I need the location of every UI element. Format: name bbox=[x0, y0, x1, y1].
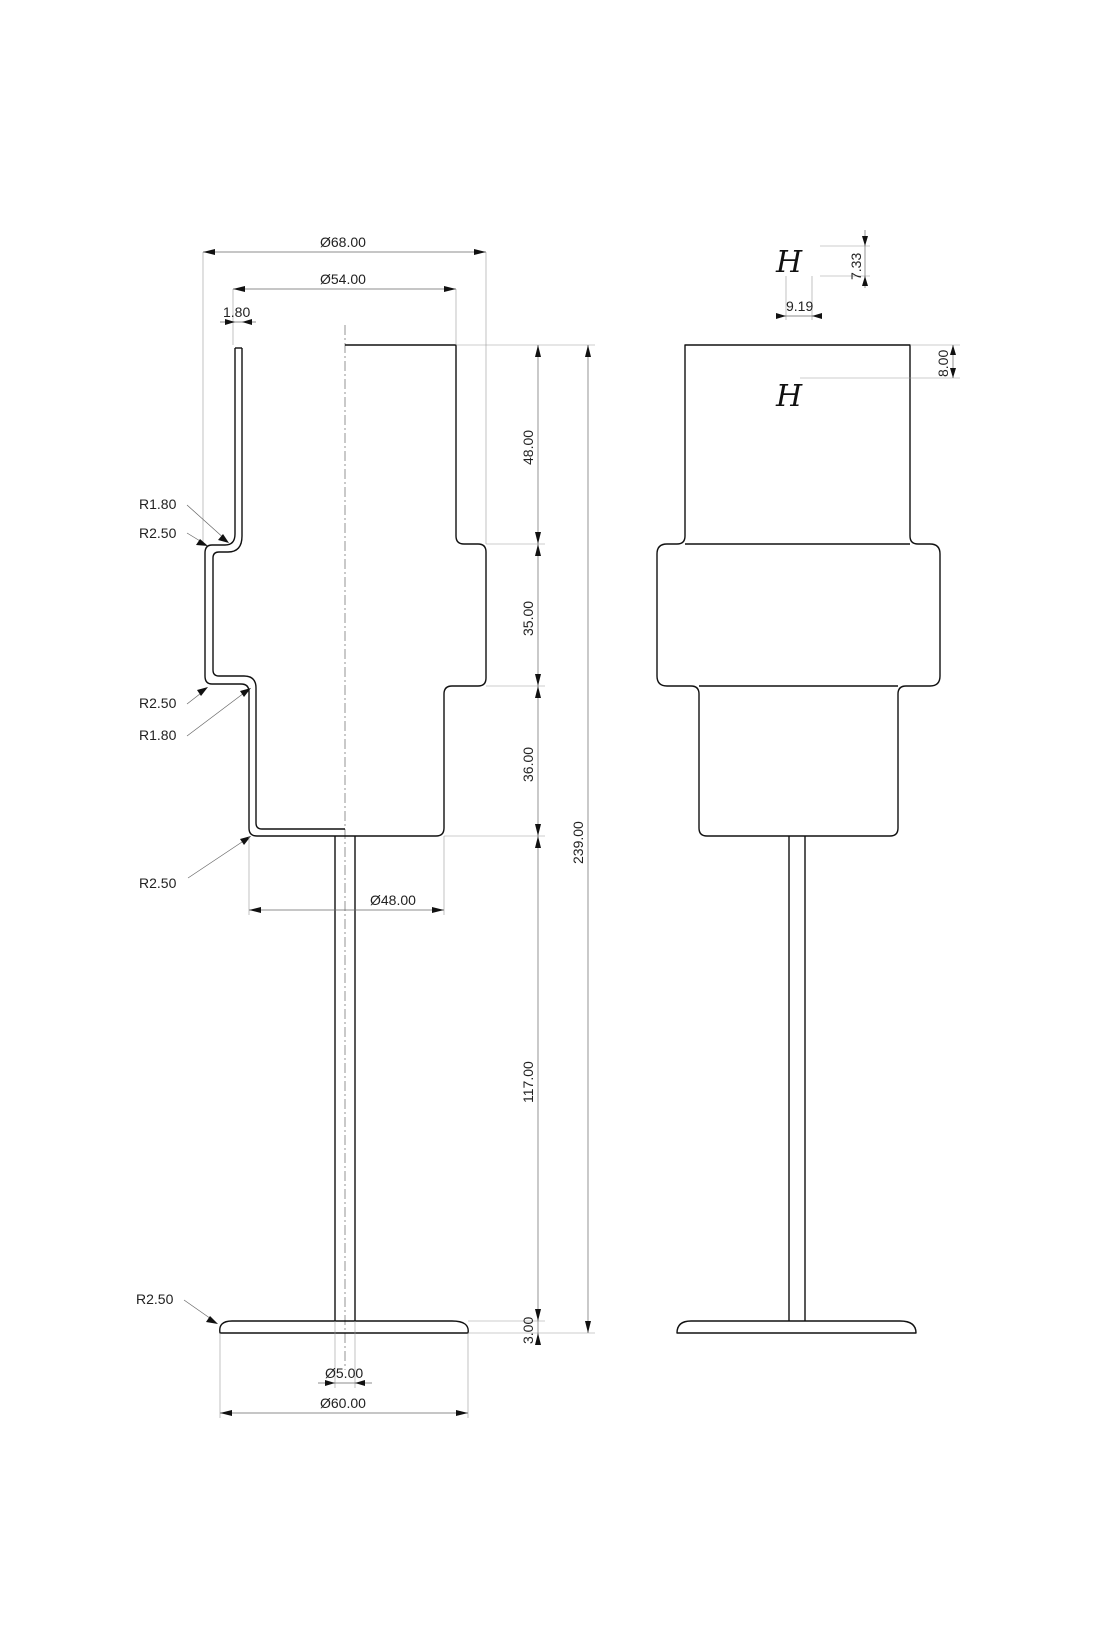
outer-diameter-label: Ø68.00 bbox=[320, 234, 366, 250]
stem-diameter-label: Ø5.00 bbox=[325, 1365, 363, 1381]
bottom-radius-label: R2.50 bbox=[139, 875, 177, 891]
half-outline bbox=[345, 344, 487, 837]
logo-detail: H 7.33 9.19 bbox=[775, 230, 870, 320]
section-wall-outer bbox=[204, 348, 345, 837]
base-thickness-label: 3.00 bbox=[520, 1317, 536, 1344]
stem-height-label: 117.00 bbox=[520, 1061, 536, 1103]
middle-height-label: 35.00 bbox=[520, 601, 536, 636]
section-view bbox=[204, 325, 487, 1370]
elevation-view: H 8.00 bbox=[656, 344, 960, 1334]
base-plate bbox=[219, 1320, 469, 1334]
logo-mark: H bbox=[775, 379, 803, 414]
lower-height-label: 36.00 bbox=[520, 747, 536, 782]
upper-radius-inner-label: R1.80 bbox=[139, 496, 177, 512]
elevation-upper-body bbox=[656, 344, 941, 837]
upper-radius-outer-label: R2.50 bbox=[139, 525, 177, 541]
base-radius-label: R2.50 bbox=[136, 1291, 174, 1307]
neck-diameter-label: Ø54.00 bbox=[320, 271, 366, 287]
logo-height-label: 7.33 bbox=[848, 253, 864, 280]
wall-thickness-label: 1.80 bbox=[223, 304, 250, 320]
logo-detail-mark: H bbox=[775, 245, 803, 280]
middle-radius-inner-label: R1.80 bbox=[139, 727, 177, 743]
total-height-label: 239.00 bbox=[570, 821, 586, 864]
section-dimensions: Ø68.00 Ø54.00 1.80 R1.80 R2.50 R2.50 R1.… bbox=[136, 234, 595, 1418]
logo-offset-label: 8.00 bbox=[935, 350, 951, 377]
lower-diameter-label: Ø48.00 bbox=[370, 892, 416, 908]
logo-width-label: 9.19 bbox=[786, 298, 813, 314]
upper-height-label: 48.00 bbox=[520, 430, 536, 465]
middle-radius-outer-label: R2.50 bbox=[139, 695, 177, 711]
section-wall-inner bbox=[212, 348, 345, 830]
elevation-base bbox=[676, 1320, 917, 1334]
base-diameter-label: Ø60.00 bbox=[320, 1395, 366, 1411]
